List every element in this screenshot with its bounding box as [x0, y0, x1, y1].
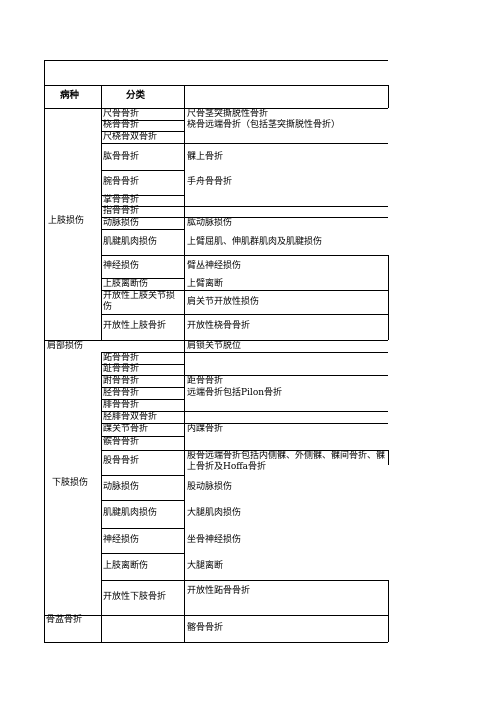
category-cell: 股骨骨折	[103, 456, 140, 466]
detail-cell: 上臂屈肌、伸肌群肌肉及肌腱损伤	[187, 237, 323, 247]
detail-cell: 髁上骨折	[187, 152, 224, 162]
header-disease: 病种	[60, 90, 80, 101]
detail-cell: 桡骨远端骨折（包括茎突撕脱性骨折）	[187, 120, 341, 130]
detail-cell: 髂骨骨折	[187, 623, 224, 633]
detail-cell: 开放性跖骨骨折	[187, 586, 251, 596]
category-cell: 肌腱肌肉损伤	[103, 237, 158, 247]
detail-cell: 股骨远端骨折包括内侧髁、外侧髁、髁间骨折、髁上骨折及Hoffa骨折	[187, 451, 386, 472]
category-cell: 髌骨骨折	[103, 437, 140, 447]
category-cell: 腕骨骨折	[103, 177, 140, 187]
detail-cell: 远端骨折包括Pilon骨折	[187, 388, 283, 398]
group-upper-limb: 上肢损伤	[48, 216, 85, 226]
detail-cell: 肱动脉损伤	[187, 218, 233, 228]
category-cell: 肱骨骨折	[103, 152, 140, 162]
category-cell: 腓骨骨折	[103, 400, 140, 410]
category-cell: 桡骨骨折	[103, 120, 140, 130]
category-cell: 跗骨骨折	[103, 376, 140, 386]
header-category: 分类	[126, 90, 146, 101]
category-cell: 神经损伤	[103, 535, 140, 545]
detail-cell: 手舟骨骨折	[187, 177, 233, 187]
detail-cell: 臂丛神经损伤	[187, 261, 242, 271]
category-cell: 上肢离断伤	[103, 279, 149, 289]
category-cell: 尺骨骨折	[103, 109, 140, 119]
category-cell: 开放性下肢骨折	[103, 592, 167, 602]
detail-cell: 坐骨神经损伤	[187, 535, 242, 545]
category-cell: 动脉损伤	[103, 482, 140, 492]
detail-cell: 大腿肌肉损伤	[187, 508, 242, 518]
category-cell: 踝关节骨折	[103, 424, 149, 434]
category-cell: 开放性上肢骨折	[103, 321, 167, 331]
category-cell: 动脉损伤	[103, 218, 140, 228]
detail-cell: 内踝骨折	[187, 424, 224, 434]
category-cell: 肌腱肌肉损伤	[103, 508, 158, 518]
detail-cell: 股动脉损伤	[187, 482, 233, 492]
category-cell: 指骨骨折	[103, 206, 140, 216]
detail-cell: 开放性桡骨骨折	[187, 321, 251, 331]
category-cell: 胫腓骨双骨折	[103, 412, 158, 422]
group-pelvis: 骨盆骨折	[46, 615, 83, 625]
detail-cell: 大腿离断	[187, 561, 224, 571]
detail-cell: 尺骨茎突撕脱性骨折	[187, 109, 269, 119]
category-cell: 胫骨骨折	[103, 388, 140, 398]
category-cell: 跖骨骨折	[103, 353, 140, 363]
group-shoulder: 肩部损伤	[47, 341, 84, 351]
category-cell: 开放性上肢关节损伤	[103, 291, 176, 312]
group-lower-limb: 下肢损伤	[52, 478, 89, 488]
category-cell: 神经损伤	[103, 261, 140, 271]
category-cell: 上肢离断伤	[103, 561, 149, 571]
detail-cell: 肩锁关节脱位	[187, 341, 242, 351]
detail-cell: 上臂离断	[187, 279, 224, 289]
category-cell: 尺桡骨双骨折	[103, 132, 158, 142]
detail-cell: 距骨骨折	[187, 376, 224, 386]
category-cell: 趾骨骨折	[103, 364, 140, 374]
category-cell: 掌骨骨折	[103, 195, 140, 205]
detail-cell: 肩关节开放性损伤	[187, 297, 260, 307]
